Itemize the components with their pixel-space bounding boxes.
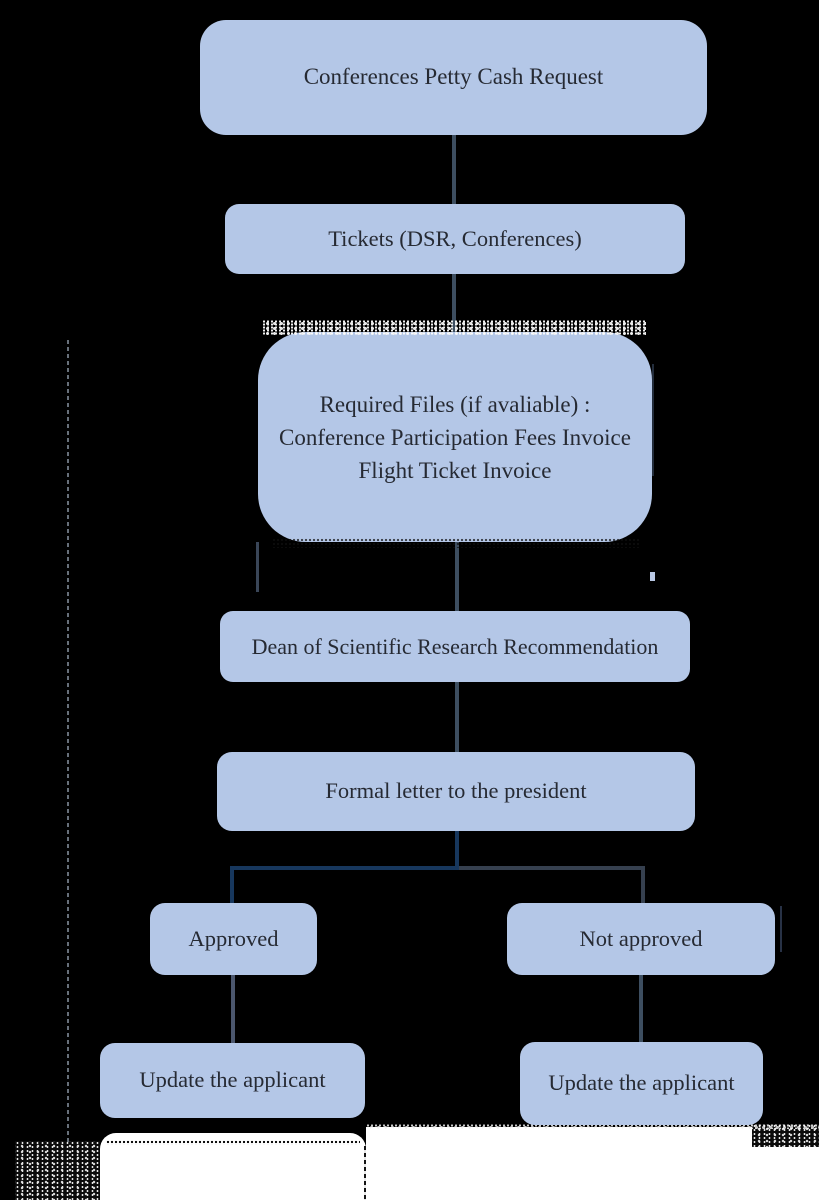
connector-request-to-tickets [452, 134, 456, 205]
node-not-approved: Not approved [507, 903, 775, 975]
node-dean-recommendation: Dean of Scientific Research Recommendati… [220, 611, 690, 682]
page-remnant-white-right [366, 1124, 819, 1200]
node-update-applicant-approved: Update the applicant [100, 1043, 365, 1118]
connector-to-not-approved [641, 866, 645, 904]
connector-branch-right [459, 866, 645, 870]
node-label: Tickets (DSR, Conferences) [328, 225, 582, 251]
node-label: Update the applicant [139, 1067, 326, 1093]
node-label: Conferences Petty Cash Request [303, 64, 604, 90]
node-tickets: Tickets (DSR, Conferences) [225, 204, 685, 274]
scan-line-fragment [652, 364, 654, 476]
scan-dotted-border [106, 1140, 360, 1145]
node-label: Update the applicant [548, 1070, 735, 1096]
node-label-line: Flight Ticket Invoice [358, 457, 552, 483]
node-label-line: Required Files (if avaliable) : [319, 391, 591, 417]
page-remnant-white-box [100, 1133, 366, 1200]
node-update-applicant-not-approved: Update the applicant [520, 1042, 763, 1125]
connector-dean-to-letter [455, 681, 459, 753]
scan-speck [650, 572, 655, 581]
scan-speckle-band [272, 538, 640, 548]
connector-to-approved [230, 866, 234, 904]
node-label: Formal letter to the president [325, 778, 587, 804]
node-label-line: Conference Participation Fees Invoice [279, 424, 631, 450]
node-approved: Approved [150, 903, 317, 975]
scan-dotted-divider [364, 1146, 366, 1200]
scan-line-left [67, 340, 69, 1142]
node-petty-cash-request: Conferences Petty Cash Request [200, 20, 707, 135]
scan-edge-speckle [366, 1124, 819, 1129]
scan-speckle-band [262, 320, 646, 335]
scan-line-fragment [780, 906, 782, 952]
node-label: Not approved [579, 925, 703, 951]
connector-letter-to-branch [455, 830, 459, 868]
scan-noise-patch [752, 1124, 819, 1147]
scan-line-fragment [256, 542, 259, 592]
node-formal-letter: Formal letter to the president [217, 752, 695, 831]
node-label: Dean of Scientific Research Recommendati… [251, 633, 659, 659]
node-required-files: Required Files (if avaliable) : Conferen… [258, 332, 652, 542]
connector-approved-to-update [231, 974, 235, 1044]
connector-not-approved-to-update [639, 974, 643, 1043]
connector-files-to-dean [455, 540, 459, 612]
node-label: Approved [188, 925, 279, 951]
connector-branch-left [230, 866, 459, 870]
scan-noise-block [15, 1141, 100, 1200]
connector-tickets-to-files [452, 272, 456, 334]
